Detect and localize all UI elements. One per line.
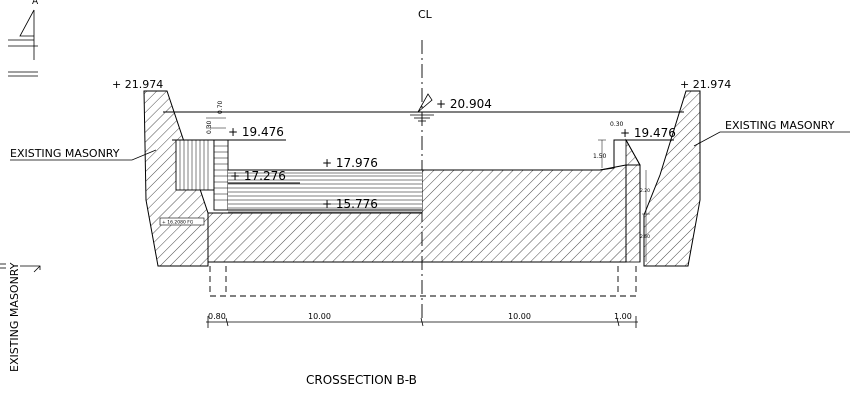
centerline: CL (418, 8, 433, 320)
left-facing-block (172, 139, 286, 211)
dim-030-left: 0.30 (206, 120, 213, 134)
label-existing-left: EXISTING MASONRY (10, 147, 120, 160)
level-bottom: + 15.776 (322, 197, 378, 211)
level-top-right: + 21.974 (680, 78, 731, 91)
dim-250: 2.50 (640, 234, 650, 240)
section-marker-icon: A (8, 0, 39, 77)
level-tag-box: + 16.2080 FG (159, 217, 205, 226)
drawing-title: CROSSECTION B-B (306, 373, 417, 387)
level-water: + 20.904 (436, 97, 492, 111)
dim-left-edge: 0.80 (208, 312, 226, 321)
level-top-left: + 21.974 (112, 78, 163, 91)
section-letter: A (32, 0, 39, 7)
dim-right-edge: 1.00 (614, 312, 632, 321)
level-ledge-left: + 19.476 (228, 125, 284, 139)
label-existing-vertical: EXISTING MASONRY (8, 262, 21, 372)
right-inner-wall (599, 138, 674, 263)
horizontal-dimension: 0.80 10.00 10.00 1.00 (206, 312, 638, 328)
foundation-outline (209, 266, 637, 297)
dim-070-left: 0.70 (217, 100, 224, 114)
water-level-symbol-icon (410, 93, 434, 122)
dim-right-span: 10.00 (508, 312, 531, 321)
dim-220: 2.20 (640, 188, 650, 194)
level-tag-text: + 16.2080 FG (162, 220, 194, 226)
dim-left-span: 10.00 (308, 312, 331, 321)
level-ledge-right: + 19.476 (620, 126, 676, 140)
dim-030-right: 0.30 (610, 121, 624, 128)
label-existing-right: EXISTING MASONRY (725, 119, 835, 132)
level-step: + 17.976 (322, 156, 378, 170)
level-mid: + 17.276 (230, 169, 286, 183)
right-masonry-wall (643, 90, 701, 267)
dim-150: 1.50 (593, 153, 607, 160)
centerline-label: CL (418, 8, 433, 21)
